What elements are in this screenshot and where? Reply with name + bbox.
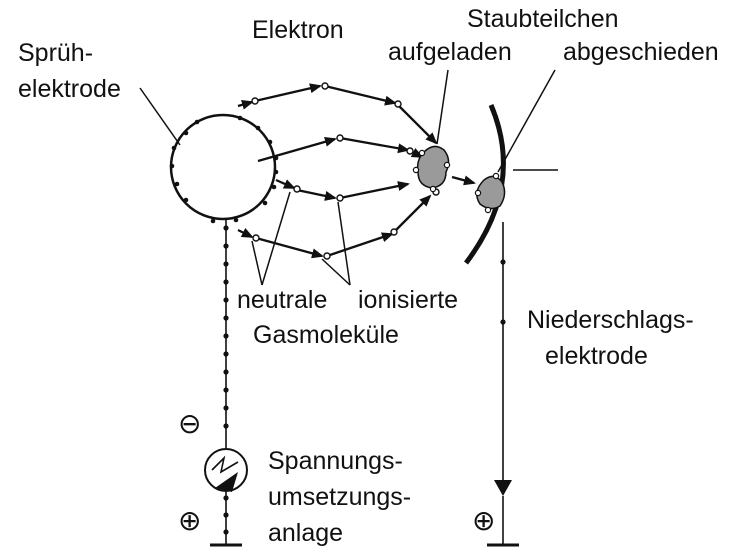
deposited-leader xyxy=(497,69,556,173)
plus-sign-left: ⊕ xyxy=(178,505,201,536)
supply-label-1: Spannungs- xyxy=(268,447,403,475)
gas-molecule-leaders xyxy=(251,191,351,286)
collector-label-2: elektrode xyxy=(545,342,648,370)
charged-leader xyxy=(436,69,449,145)
ionized-label: ionisierte xyxy=(358,286,458,314)
deposited-label: abgeschieden xyxy=(563,38,719,66)
plus-sign-right: ⊕ xyxy=(472,505,495,536)
spray-electrode-label-2: elektrode xyxy=(18,75,121,103)
electron-label: Elektron xyxy=(252,16,344,44)
spray-electrode xyxy=(169,113,279,224)
left-conductor xyxy=(210,219,242,547)
dust-label: Staubteilchen xyxy=(467,5,619,33)
spray-electrode-surface-charges xyxy=(169,115,279,224)
charged-label: aufgeladen xyxy=(388,38,512,66)
right-conductor xyxy=(487,222,519,547)
neutral-label: neutrale xyxy=(237,286,327,314)
minus-sign: ⊖ xyxy=(178,408,201,439)
ion-paths xyxy=(237,83,476,259)
spray-electrode-leader xyxy=(139,87,181,146)
gas-molecules xyxy=(251,82,440,260)
spray-electrode-label-1: Sprüh- xyxy=(18,39,93,67)
gas-molecules-label: Gasmoleküle xyxy=(253,321,399,349)
supply-label-3: anlage xyxy=(268,519,343,547)
supply-label-2: umsetzungs- xyxy=(268,483,411,511)
charged-dust-particle xyxy=(412,145,451,193)
left-conductor-electrons xyxy=(223,225,229,535)
voltage-supply-symbol xyxy=(204,448,248,492)
collector-label-1: Niederschlags- xyxy=(527,306,694,334)
deposited-dust-particle xyxy=(474,172,506,214)
